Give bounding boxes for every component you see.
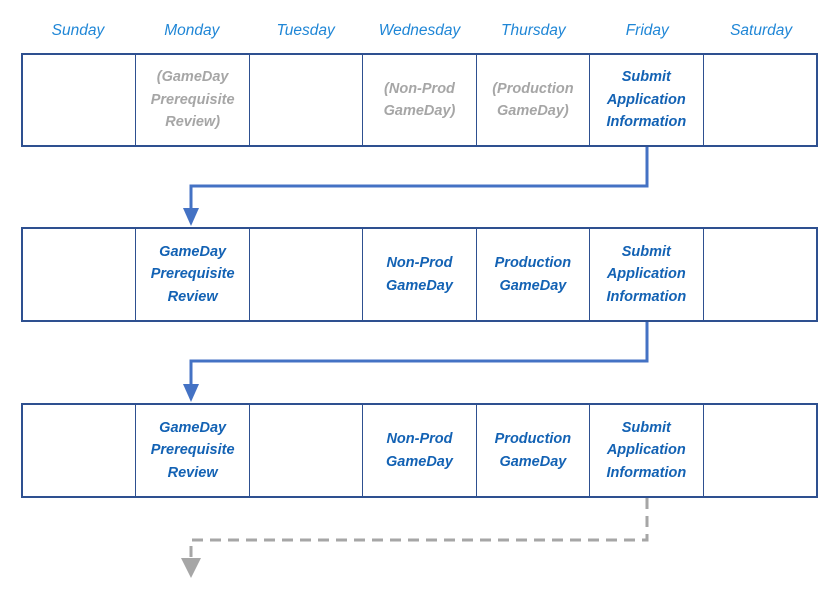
week3-text-wednesday: Non-Prod GameDay (386, 431, 453, 470)
week1-cell-friday: Submit Application Information (590, 55, 704, 145)
week2-cell-wednesday: Non-Prod GameDay (363, 229, 477, 320)
week1-cell-thursday: (Production GameDay) (477, 55, 591, 145)
weekday-label-monday: Monday (164, 22, 220, 39)
week2-cell-saturday (704, 229, 816, 320)
week1-cell-monday: (GameDay Prerequisite Review) (136, 55, 250, 145)
weekday-label-sunday: Sunday (51, 22, 105, 39)
week1-text-friday: Submit Application Information (606, 69, 687, 131)
connector-week1-to-week2-arrow (183, 147, 649, 226)
week2-cell-monday: GameDay Prerequisite Review (136, 229, 250, 320)
weekday-label-wednesday: Wednesday (378, 22, 461, 39)
connector-week3-to-next-arrow (181, 498, 649, 578)
week2-cell-tuesday (250, 229, 364, 320)
week1-text-wednesday: (Non-Prod GameDay) (383, 80, 456, 119)
week2-text-wednesday: Non-Prod GameDay (386, 255, 453, 294)
week3-cell-sunday (23, 405, 137, 496)
weekday-label-tuesday: Tuesday (276, 22, 335, 39)
week3-cell-monday: GameDay Prerequisite Review (136, 405, 250, 496)
week-row-1: (GameDay Prerequisite Review) (Non-Prod … (21, 53, 818, 147)
week2-text-monday: GameDay Prerequisite Review (150, 243, 235, 305)
week3-cell-wednesday: Non-Prod GameDay (363, 405, 477, 496)
week3-text-thursday: Production GameDay (494, 431, 572, 470)
week3-text-monday: GameDay Prerequisite Review (150, 419, 235, 481)
weekday-label-friday: Friday (625, 22, 669, 39)
connector-week2-to-week3-arrow (183, 322, 649, 402)
week3-text-friday: Submit Application Information (606, 419, 687, 481)
weekday-label-saturday: Saturday (730, 22, 793, 39)
weekday-label-thursday: Thursday (501, 22, 566, 39)
week1-cell-sunday (23, 55, 137, 145)
week-row-3: GameDay Prerequisite Review Non-Prod Gam… (21, 403, 818, 498)
week-row-2: GameDay Prerequisite Review Non-Prod Gam… (21, 227, 818, 322)
week1-cell-wednesday: (Non-Prod GameDay) (363, 55, 477, 145)
weekday-header-row: Sunday Monday Tuesday Wednesday Thursday… (21, 18, 818, 46)
week3-cell-tuesday (250, 405, 364, 496)
week2-text-thursday: Production GameDay (494, 255, 572, 294)
week2-text-friday: Submit Application Information (606, 243, 687, 305)
week1-text-thursday: (Production GameDay) (492, 80, 574, 119)
week2-cell-thursday: Production GameDay (477, 229, 591, 320)
week3-cell-friday: Submit Application Information (590, 405, 704, 496)
week1-cell-tuesday (250, 55, 364, 145)
week1-cell-saturday (704, 55, 816, 145)
week3-cell-thursday: Production GameDay (477, 405, 591, 496)
week2-cell-sunday (23, 229, 137, 320)
week3-cell-saturday (704, 405, 816, 496)
week2-cell-friday: Submit Application Information (590, 229, 704, 320)
week1-text-monday: (GameDay Prerequisite Review) (150, 69, 235, 131)
